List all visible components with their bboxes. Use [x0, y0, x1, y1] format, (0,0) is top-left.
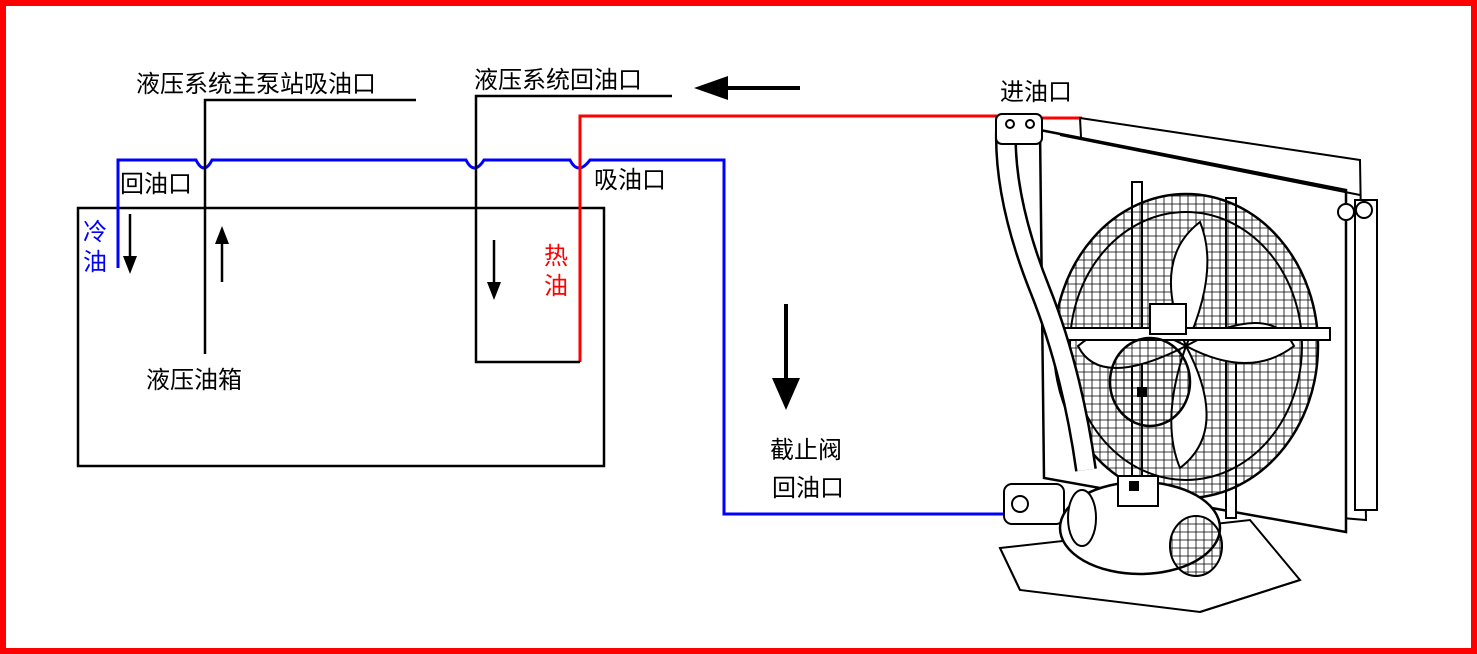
label-tank-return-port: 回油口: [120, 170, 192, 198]
label-system-return: 液压系统回油口: [474, 66, 642, 94]
label-main-pump-suction: 液压系统主泵站吸油口: [136, 70, 376, 98]
label-cooler-return-port: 回油口: [772, 474, 844, 502]
cold-oil-line: [116, 158, 1020, 516]
flow-arrow-cold-down: [123, 214, 137, 274]
inlet-fitting: [995, 113, 1043, 145]
fan-motor: [1108, 336, 1192, 428]
label-cold-oil-2: 油: [83, 248, 107, 276]
label-hot-oil-2: 油: [544, 272, 568, 300]
flow-arrow-suction-up: [215, 226, 229, 282]
label-shutoff-valve: 截止阀: [770, 436, 842, 464]
label-cold-oil-1: 冷: [83, 218, 107, 246]
system-return-pipe: [474, 94, 672, 364]
hot-oil-line: [578, 114, 1082, 362]
main-pump-suction-pipe: [203, 98, 416, 354]
label-oil-inlet: 进油口: [1000, 78, 1072, 106]
hydraulic-tank: [76, 206, 606, 468]
label-hot-oil-1: 热: [544, 242, 568, 270]
label-tank: 液压油箱: [146, 366, 242, 394]
gear-pump: [1003, 483, 1065, 525]
flow-arrow-left: [694, 76, 800, 100]
flow-arrow-return-down: [487, 240, 501, 300]
oil-cooler-unit: [994, 113, 1378, 614]
flow-arrow-down-large: [772, 304, 800, 410]
label-suction-port: 吸油口: [594, 166, 666, 194]
